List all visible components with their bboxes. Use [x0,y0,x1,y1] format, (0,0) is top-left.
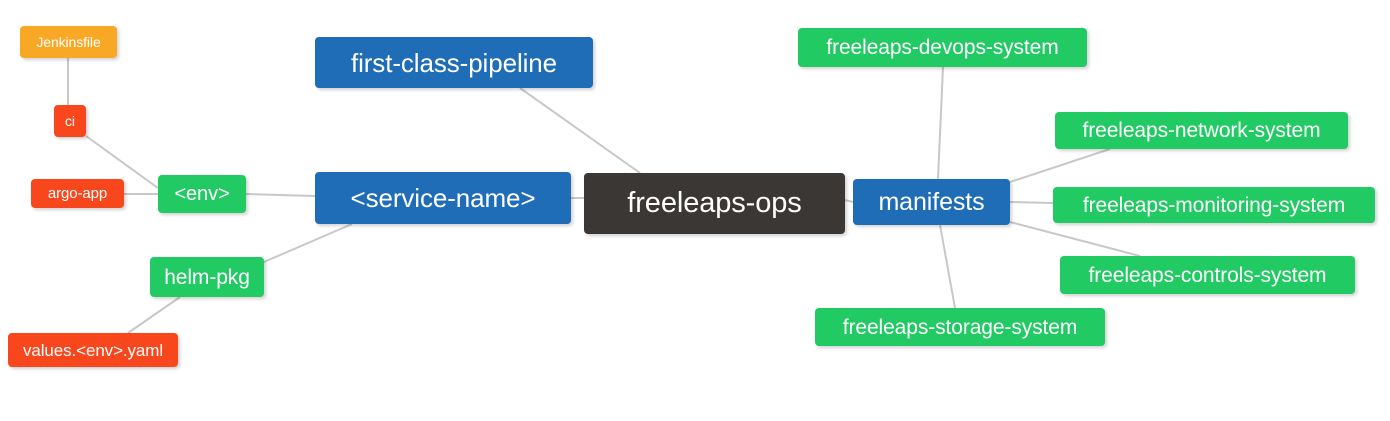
edge-helmpkg-to-valuesyaml [127,296,181,334]
edge-manifests-to-controls [1009,221,1141,257]
node-monitoring[interactable]: freeleaps-monitoring-system [1053,187,1375,223]
node-devops[interactable]: freeleaps-devops-system [798,28,1087,67]
node-env[interactable]: <env> [158,175,246,213]
node-label: freeleaps-devops-system [826,36,1059,59]
node-label: manifests [878,187,985,216]
node-label: freeleaps-network-system [1082,119,1321,142]
node-label: first-class-pipeline [350,47,558,78]
edge-manifests-to-devops [937,66,944,180]
node-root[interactable]: freeleaps-ops [584,173,845,234]
edge-service-to-env [245,193,316,197]
node-label: values.<env>.yaml [22,340,164,360]
node-label: freeleaps-ops [627,187,802,219]
node-label: <service-name> [350,183,536,213]
node-argoapp[interactable]: argo-app [31,179,124,208]
edge-service-to-helmpkg [263,223,353,263]
edge-root-to-pipeline [519,87,641,174]
node-label: freeleaps-monitoring-system [1082,193,1346,217]
node-service[interactable]: <service-name> [315,172,571,224]
node-storage[interactable]: freeleaps-storage-system [815,308,1105,346]
node-label: Jenkinsfile [36,34,101,50]
node-label: freeleaps-storage-system [842,315,1078,339]
node-manifests[interactable]: manifests [853,179,1010,225]
node-ci[interactable]: ci [54,105,86,137]
node-valuesyaml[interactable]: values.<env>.yaml [8,333,178,367]
node-helmpkg[interactable]: helm-pkg [150,257,264,297]
node-pipeline[interactable]: first-class-pipeline [315,37,593,88]
edge-manifests-to-storage [939,224,956,309]
edge-manifests-to-monitoring [1009,201,1054,204]
edge-root-to-manifests [844,199,854,203]
node-label: ci [65,113,75,129]
node-jenkinsfile[interactable]: Jenkinsfile [20,26,117,58]
node-label: helm-pkg [164,265,250,289]
node-label: argo-app [47,185,108,202]
node-label: <env> [174,183,230,205]
node-network[interactable]: freeleaps-network-system [1055,112,1348,149]
edge-manifests-to-network [1009,148,1111,183]
node-label: freeleaps-controls-system [1088,263,1327,287]
node-controls[interactable]: freeleaps-controls-system [1060,256,1355,294]
